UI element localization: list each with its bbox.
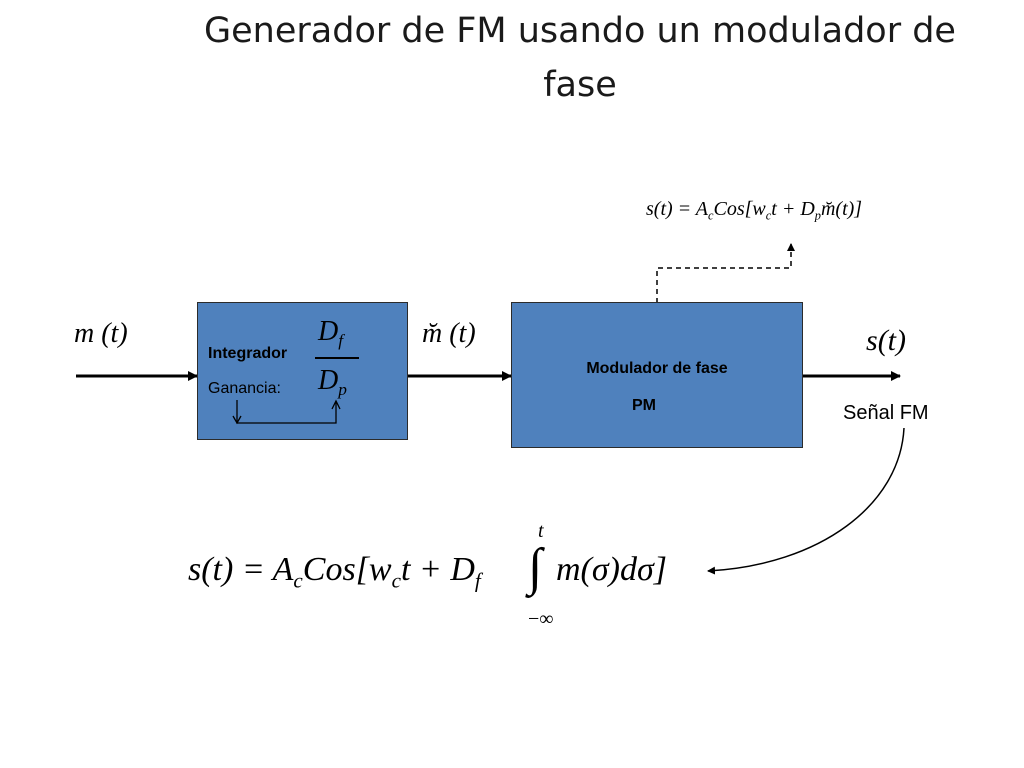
input-signal-label: m (t) — [74, 318, 128, 349]
integral-lower-limit: −∞ — [528, 608, 554, 630]
phase-modulator-label: Modulador de fase — [586, 360, 728, 377]
fm-equation: s(t) = AcCos[wct + Df — [188, 551, 481, 593]
gain-label: Ganancia: — [208, 380, 281, 397]
output-signal-label: s(t) — [866, 324, 907, 357]
gain-numerator: Df — [318, 316, 344, 351]
integral-sign: ∫ — [528, 539, 543, 596]
phase-modulator-block — [511, 302, 803, 448]
integrator-label: Integrador — [208, 345, 288, 362]
slide-title: Generador de FM usando un modulador de f… — [160, 4, 1000, 112]
integral-upper-limit: t — [538, 520, 544, 542]
dashed-link-to-pm-equation — [656, 243, 795, 303]
gain-denominator: Dp — [318, 365, 347, 400]
integrand: m(σ)dσ] — [556, 551, 667, 588]
gain-fraction-bar — [315, 357, 359, 359]
integrator-block — [197, 302, 408, 440]
slide-title-line2: fase — [543, 65, 617, 105]
curved-arrow-to-fm-equation — [707, 427, 905, 575]
pm-equation: s(t) = AcCos[wct + Dpm̆(t)] — [646, 198, 863, 223]
integrated-signal-label: m̆ (t) — [422, 318, 476, 349]
slide-title-line1: Generador de FM usando un modulador de — [204, 11, 956, 51]
phase-modulator-sublabel: PM — [632, 397, 656, 414]
output-caption: Señal FM — [843, 402, 929, 424]
